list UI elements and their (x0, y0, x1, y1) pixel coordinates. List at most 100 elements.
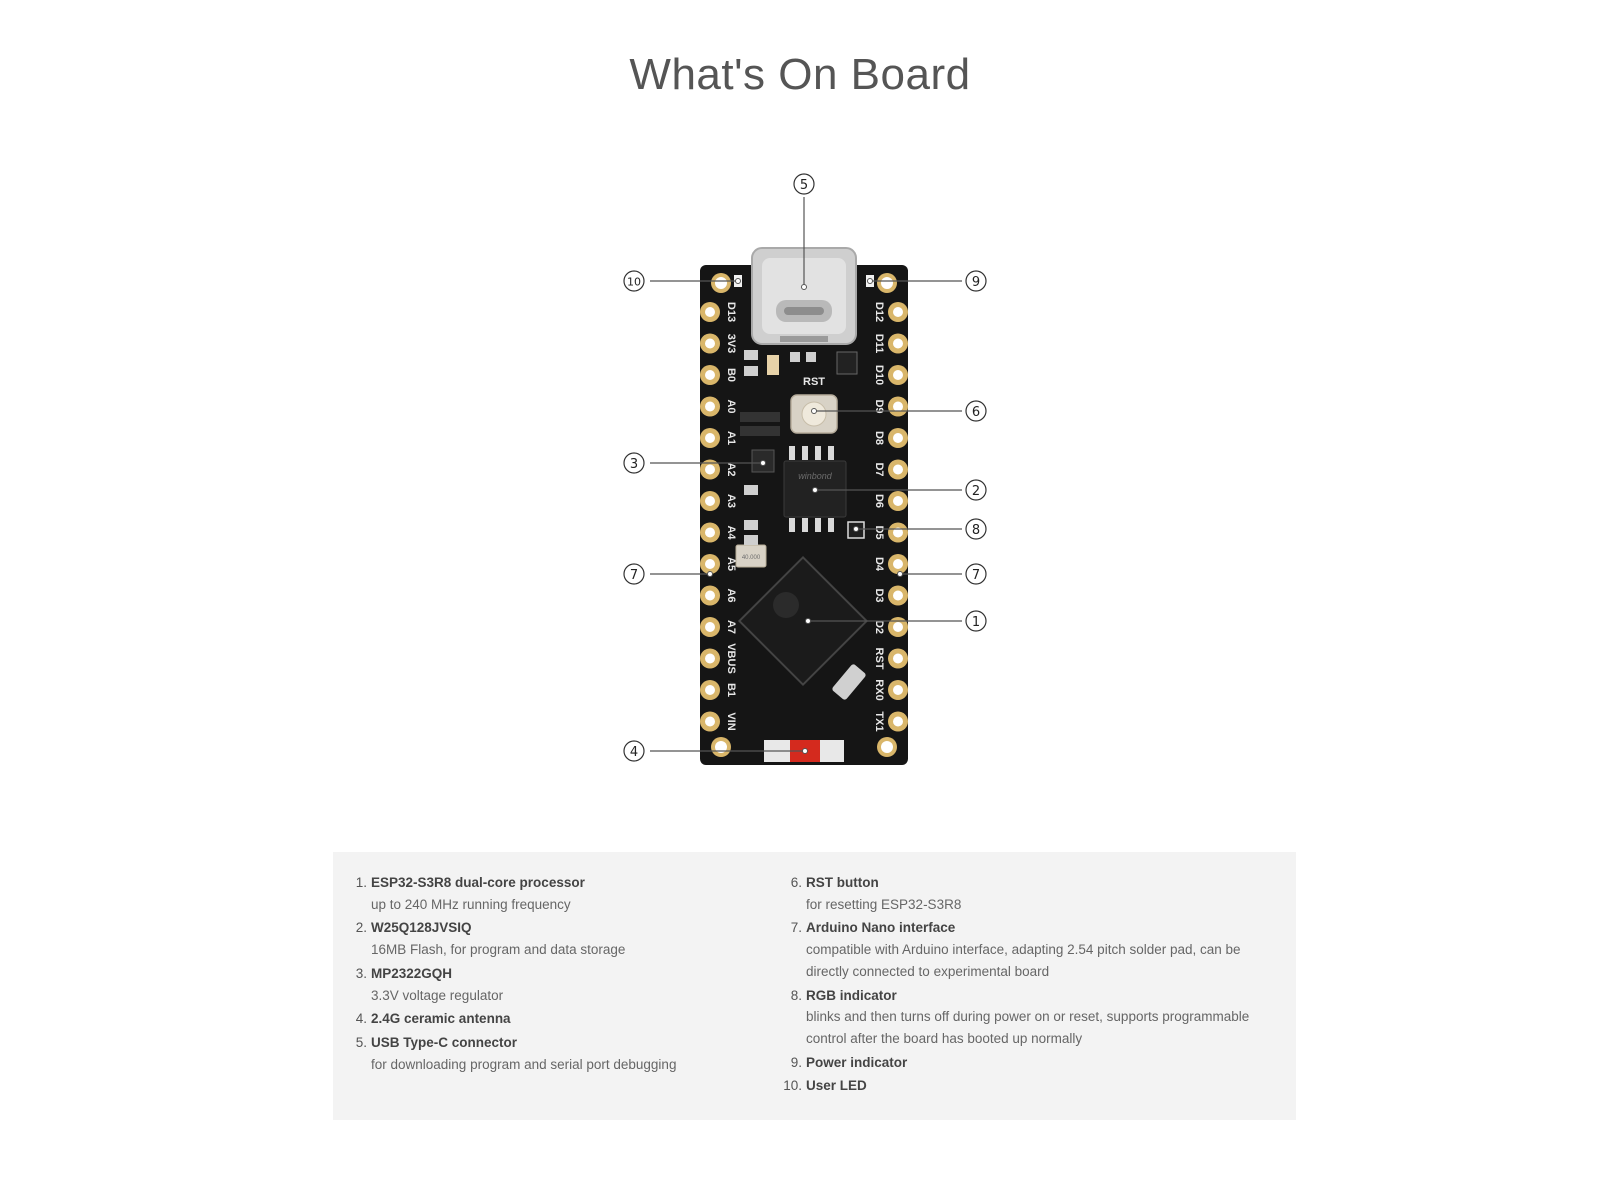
feature-title: W25Q128JVSIQ (371, 920, 472, 936)
pin-label: A1 (725, 431, 737, 445)
feature-number: 4. (355, 1011, 367, 1027)
feature-title: Arduino Nano interface (806, 920, 956, 936)
feature-description: blinks and then turns off during power o… (806, 1009, 1250, 1046)
svg-text:10: 10 (627, 276, 641, 289)
pin-hole (893, 622, 903, 632)
pin-hole (705, 559, 715, 569)
pin-hole (705, 590, 715, 601)
pin-label: VIN (725, 712, 737, 730)
flash-brand-label: winbond (798, 471, 833, 481)
pin-label: B1 (725, 683, 737, 697)
feature-item: 2. W25Q128JVSIQ 16MB Flash, for program … (353, 917, 773, 960)
feature-title: Power indicator (806, 1054, 908, 1070)
feature-item: 10. User LED (783, 1075, 1268, 1097)
pin-hole (705, 716, 715, 727)
pin-label: VBUS (725, 643, 737, 674)
feature-number: 6. (790, 875, 802, 890)
pin-hole (893, 590, 903, 601)
feature-number: 2. (355, 920, 367, 936)
left-pin-pads (700, 302, 720, 732)
pin-hole (893, 559, 903, 569)
pin-label: RST (873, 648, 885, 670)
feature-title: ESP32-S3R8 dual-core processor (371, 875, 585, 890)
callout-5: 5 (793, 173, 815, 195)
callout-7-right: 7 (965, 563, 987, 585)
feature-number: 5. (355, 1034, 367, 1050)
feature-list-right: 6. RST button for resetting ESP32-S3R8 7… (783, 872, 1268, 1099)
feature-item: 8. RGB indicator blinks and then turns o… (788, 985, 1268, 1050)
pin-hole (893, 433, 903, 443)
svg-text:9: 9 (972, 275, 980, 290)
callout-anchors (707, 278, 903, 754)
feature-item: 7. Arduino Nano interface compatible wit… (788, 917, 1268, 982)
pin-hole (893, 401, 903, 412)
feature-title: RGB indicator (806, 987, 897, 1003)
pin-label: D11 (873, 334, 885, 354)
pin-label: D12 (873, 302, 885, 322)
feature-item: 4. 2.4G ceramic antenna (353, 1008, 773, 1030)
pin-label: RX0 (873, 679, 885, 700)
usb-type-c-connector (751, 247, 857, 345)
feature-item: 9. Power indicator (788, 1052, 1268, 1074)
pin-hole (893, 370, 903, 380)
callout-6: 6 (965, 400, 987, 422)
feature-description-panel: 1. ESP32-S3R8 dual-core processor up to … (333, 852, 1296, 1120)
pin-hole (705, 527, 715, 538)
feature-list-left: 1. ESP32-S3R8 dual-core processor up to … (353, 872, 773, 1077)
feature-number: 10. (783, 1078, 802, 1094)
feature-description: for downloading program and serial port … (371, 1056, 677, 1072)
pin-label: D3 (873, 588, 885, 602)
feature-number: 7. (790, 920, 802, 936)
svg-text:7: 7 (630, 568, 638, 583)
pin-label: D4 (873, 557, 885, 572)
feature-description: for resetting ESP32-S3R8 (806, 896, 962, 912)
pin-hole (705, 685, 715, 695)
pin-hole (705, 653, 715, 664)
feature-description: up to 240 MHz running frequency (371, 896, 571, 912)
callout-10: 10 (623, 270, 645, 292)
pin-hole (893, 527, 903, 538)
pin-label: D8 (873, 431, 885, 445)
feature-description: 3.3V voltage regulator (371, 987, 504, 1003)
svg-text:4: 4 (630, 745, 638, 760)
svg-text:8: 8 (972, 523, 980, 538)
pin-label: D5 (873, 525, 885, 539)
pin-label: D7 (873, 462, 885, 476)
feature-number: 3. (355, 965, 367, 981)
crystal-oscillator: 40.000 (735, 544, 767, 568)
pin-hole (893, 307, 903, 317)
callout-8: 8 (965, 518, 987, 540)
svg-text:1: 1 (972, 615, 980, 630)
pin-label: D13 (725, 302, 737, 322)
pin-label: A7 (725, 620, 737, 634)
pin-label: D6 (873, 494, 885, 508)
rst-silk-label: RST (803, 376, 825, 388)
page-title: What's On Board (629, 50, 971, 99)
feature-item: 6. RST button for resetting ESP32-S3R8 (788, 872, 1268, 915)
callout-leaders (650, 197, 962, 752)
pin-hole (893, 496, 903, 506)
pin-hole (893, 653, 903, 664)
feature-title: MP2322GQH (371, 965, 453, 981)
pin-label: D10 (873, 365, 885, 385)
pin-hole (705, 338, 715, 349)
feature-number: 9. (790, 1054, 802, 1070)
pin-label: A2 (725, 462, 737, 476)
svg-text:6: 6 (972, 405, 980, 420)
callout-9: 9 (965, 270, 987, 292)
pin-label: B0 (725, 368, 737, 382)
feature-item: 5. USB Type-C connector for downloading … (353, 1032, 773, 1075)
esp32-s3-processor (737, 555, 869, 687)
pin-hole (705, 401, 715, 412)
pin-label: TX1 (873, 711, 885, 731)
svg-text:7: 7 (972, 568, 980, 583)
pin-hole (705, 622, 715, 632)
pin-label: 3V3 (725, 334, 737, 354)
pin-hole (893, 338, 903, 349)
pin-hole (893, 716, 903, 727)
feature-item: 3. MP2322GQH 3.3V voltage regulator (353, 963, 773, 1006)
pin-label: A3 (725, 494, 737, 508)
